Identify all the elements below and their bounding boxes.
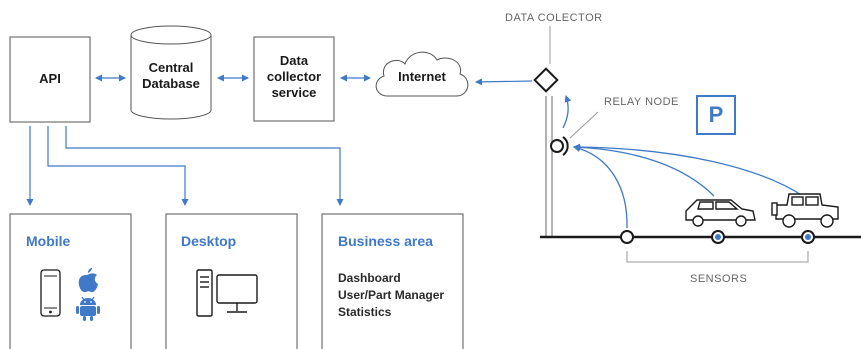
business-items: Dashboard User/Part Manager Statistics <box>338 270 444 321</box>
jeep-icon <box>771 193 839 228</box>
sensors-bracket <box>626 251 809 263</box>
api-label: API <box>39 71 61 86</box>
phone-icon <box>40 269 61 317</box>
central-database-line-1: Central <box>148 60 194 75</box>
sensor-2-core <box>715 234 721 240</box>
android-icon <box>76 296 100 321</box>
sensor-3-core <box>805 234 811 240</box>
relay-node-leader <box>569 111 599 139</box>
mobile-title: Mobile <box>26 233 71 249</box>
data-collector-service-line-1: Data <box>279 53 309 68</box>
arrow-api-desktop <box>47 126 189 206</box>
relay-node-icon <box>550 136 569 156</box>
api-box <box>9 36 91 123</box>
signal-arc-3 <box>573 143 804 197</box>
desktop-title: Desktop <box>181 233 237 249</box>
arrow-datacollector-internet <box>475 78 533 86</box>
data-collector-service-line-3: service <box>271 85 317 100</box>
car-icon <box>685 199 756 227</box>
business-item-user-manager: User/Part Manager <box>338 288 445 302</box>
desktop-box <box>165 213 298 349</box>
signal-arc-1 <box>573 145 628 229</box>
data-collector-service-line-2: collector <box>266 69 322 84</box>
arrow-relay-collector <box>562 95 572 129</box>
apple-icon <box>78 268 98 293</box>
data-collector-service-box <box>253 36 335 122</box>
cloud-icon <box>375 51 469 97</box>
data-collector-service-label: Data collector service <box>254 53 334 101</box>
internet-label: Internet <box>398 69 446 84</box>
parking-sign-label: P <box>708 102 724 127</box>
mobile-box <box>9 213 132 349</box>
data-collector-label: DATA COLECTOR <box>505 12 603 24</box>
business-item-statistics: Statistics <box>338 305 392 319</box>
sensor-1 <box>620 230 634 244</box>
database-cylinder-icon <box>130 25 212 120</box>
business-item-dashboard: Dashboard <box>338 271 401 285</box>
business-area-title: Business area <box>338 233 433 249</box>
business-box <box>321 213 464 349</box>
central-database-line-2: Database <box>142 76 200 91</box>
signal-arc-2 <box>573 143 715 197</box>
desktop-computer-icon <box>196 269 258 317</box>
data-collector-diamond-icon <box>533 67 559 93</box>
central-database-label: Central Database <box>131 60 211 92</box>
relay-node-label: RELAY NODE <box>604 96 679 108</box>
parking-sign-box <box>696 95 736 135</box>
arrow-api-business <box>65 126 344 206</box>
sensors-label: SENSORS <box>690 273 748 285</box>
